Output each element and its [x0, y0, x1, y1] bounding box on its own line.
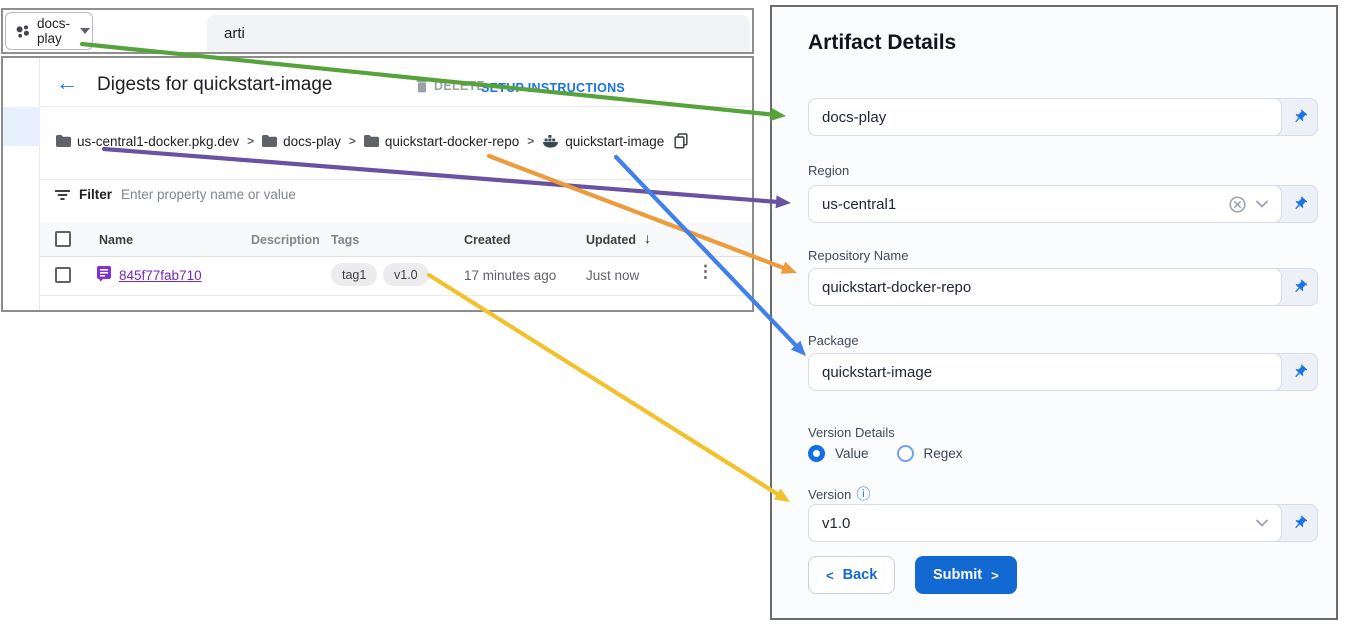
console-main: ← Digests for quickstart-image DELETE SE… — [1, 56, 754, 312]
column-header-name[interactable]: Name — [99, 233, 134, 247]
filter-bar: Filter — [55, 187, 442, 202]
divider — [40, 179, 752, 180]
version-field-value[interactable]: v1.0 — [822, 514, 851, 532]
nav-highlight — [3, 107, 40, 146]
docker-whale-icon — [542, 134, 559, 148]
submit-button[interactable]: Submit > — [915, 556, 1017, 594]
pin-button[interactable] — [1282, 505, 1317, 541]
select-all-checkbox[interactable] — [55, 231, 71, 247]
delete-label: DELETE — [434, 79, 486, 93]
breadcrumb-separator: > — [348, 134, 356, 148]
project-selector[interactable]: docs-play — [5, 12, 93, 50]
column-header-created[interactable]: Created — [464, 233, 511, 247]
version-details-radio-group: Value Regex — [808, 445, 981, 462]
breadcrumb-repository[interactable]: quickstart-docker-repo — [363, 134, 519, 149]
divider — [40, 106, 752, 107]
region-label: Region — [808, 163, 850, 178]
version-details-label: Version Details — [808, 425, 895, 440]
breadcrumb-host[interactable]: us-central1-docker.pkg.dev — [56, 134, 239, 149]
version-label: Version ⓘ — [808, 486, 871, 502]
console-topbar: docs-play — [1, 8, 754, 54]
pin-button[interactable] — [1282, 99, 1317, 135]
repository-name-field: quickstart-docker-repo — [808, 268, 1318, 306]
breadcrumb-package[interactable]: quickstart-image — [542, 134, 664, 149]
back-button[interactable]: < Back — [808, 556, 896, 594]
copy-icon[interactable] — [674, 133, 688, 149]
caret-down-icon — [80, 28, 91, 34]
artifact-details-panel: Artifact Details docs-play Region us-cen… — [770, 5, 1338, 620]
updated-cell: Just now — [586, 268, 640, 283]
breadcrumb-separator: > — [247, 134, 255, 148]
chevron-left-icon: < — [826, 567, 834, 583]
breadcrumb-project[interactable]: docs-play — [262, 134, 341, 149]
digest-doc-icon — [96, 265, 112, 282]
tag-chip[interactable]: tag1 — [331, 263, 378, 286]
package-field-value[interactable]: quickstart-image — [822, 363, 933, 381]
setup-instructions-button[interactable]: SETUP INSTRUCTIONS — [481, 81, 626, 95]
repository-name-label: Repository Name — [808, 248, 909, 263]
pin-button[interactable] — [1282, 269, 1317, 305]
chevron-down-icon[interactable] — [1256, 200, 1268, 208]
sort-desc-icon[interactable]: ↓ — [644, 230, 651, 246]
project-field-value[interactable]: docs-play — [822, 108, 887, 126]
column-header-description: Description — [251, 233, 320, 247]
chevron-right-icon: > — [991, 567, 999, 583]
delete-button[interactable]: DELETE — [416, 79, 485, 93]
row-checkbox[interactable] — [55, 267, 71, 283]
radio-regex-label[interactable]: Regex — [923, 446, 963, 461]
clear-icon[interactable] — [1229, 195, 1246, 213]
column-header-updated[interactable]: Updated — [586, 233, 636, 247]
breadcrumb: us-central1-docker.pkg.dev > docs-play >… — [56, 126, 688, 156]
project-selector-label: docs-play — [37, 16, 71, 46]
page-title: Digests for quickstart-image — [97, 74, 333, 95]
filter-input[interactable] — [121, 187, 442, 202]
project-field: docs-play — [808, 98, 1318, 136]
back-arrow-icon[interactable]: ← — [56, 70, 78, 95]
digest-link[interactable]: 845f77fab710 — [119, 268, 202, 283]
panel-title: Artifact Details — [808, 31, 957, 54]
pin-button[interactable] — [1282, 186, 1317, 222]
tag-chip[interactable]: v1.0 — [383, 263, 429, 286]
radio-regex[interactable] — [896, 445, 914, 462]
radio-value-label[interactable]: Value — [835, 446, 869, 461]
filter-icon — [55, 189, 70, 201]
row-kebab-icon[interactable]: ⋮ — [697, 262, 714, 281]
info-icon[interactable]: ⓘ — [856, 486, 871, 502]
region-field: us-central1 — [808, 185, 1318, 223]
left-nav-gutter — [3, 58, 40, 310]
trash-icon — [416, 79, 428, 93]
package-field: quickstart-image — [808, 353, 1318, 391]
created-cell: 17 minutes ago — [464, 268, 557, 283]
back-button-label: Back — [842, 567, 878, 583]
chevron-down-icon[interactable] — [1256, 519, 1268, 527]
breadcrumb-separator: > — [527, 134, 535, 148]
folder-icon — [262, 135, 278, 147]
repository-name-field-value[interactable]: quickstart-docker-repo — [822, 278, 972, 296]
version-field: v1.0 — [808, 504, 1318, 542]
folder-icon — [363, 135, 379, 147]
folder-icon — [56, 135, 71, 147]
column-header-tags: Tags — [331, 233, 360, 247]
filter-label: Filter — [79, 187, 113, 202]
project-dots-icon — [15, 24, 30, 39]
submit-button-label: Submit — [933, 567, 983, 583]
package-label: Package — [808, 333, 859, 348]
console-search-input[interactable] — [207, 15, 750, 52]
pin-button[interactable] — [1282, 354, 1317, 390]
region-field-value[interactable]: us-central1 — [822, 195, 897, 213]
radio-value[interactable] — [808, 445, 825, 462]
